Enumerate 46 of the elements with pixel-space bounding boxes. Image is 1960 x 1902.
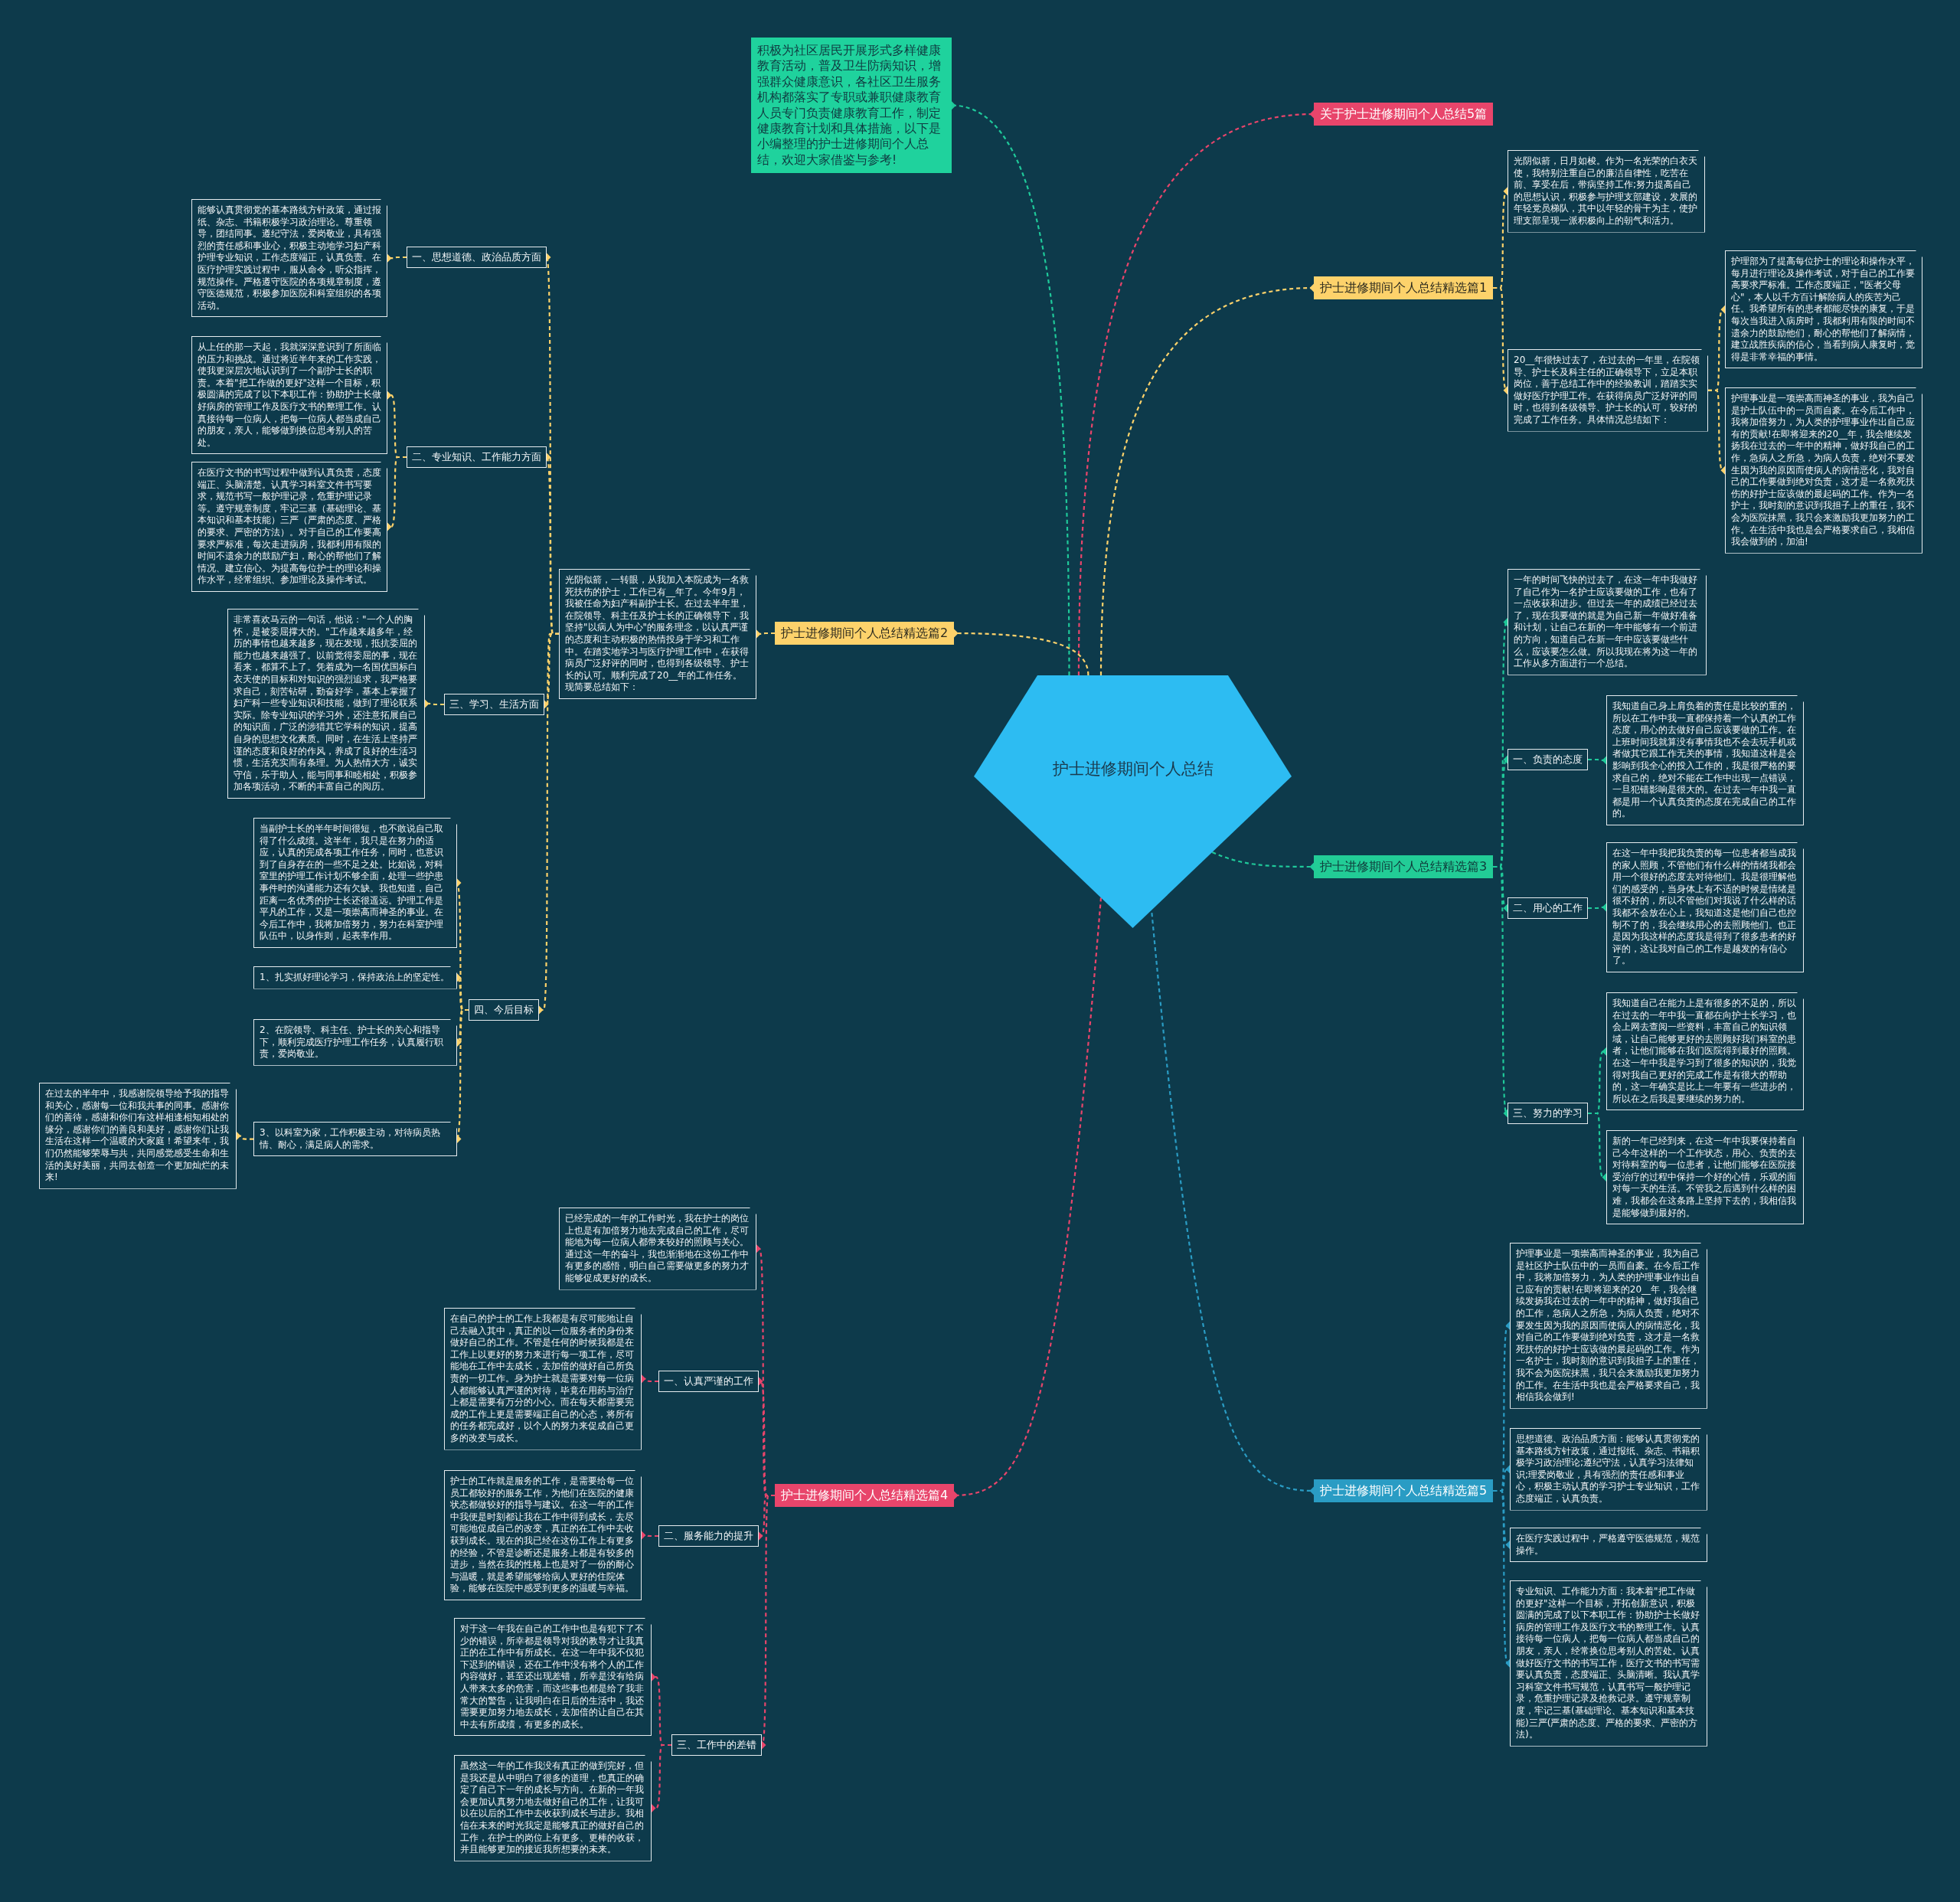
text-box: 光阴似箭，一转眼，从我加入本院成为一名救死扶伤的护士，工作已有__年了。今年9月，我被任命为妇产科副护士长。在过去半年里，在院领导、科主任及护士长的正确领导下，我坚持"以病人为中心"的服务理念，以认真严谨的态度和主动积极的热情投身于学习和工作中。在踏实地学习与医疗护理工作中，在获得病员广泛好评的同时，也得到各级领导、护士长的认可。顺利完成了20__年的工作任务。现简要总结如下： bbox=[559, 569, 756, 699]
section-box: 三、努力的学习 bbox=[1508, 1103, 1588, 1124]
text-box: 已经完成的一年的工作时光，我在护士的岗位上也是有加倍努力地去完成自己的工作，尽可能地为每一位病人都带来较好的照顾与关心。通过这一年的奋斗，我也渐渐地在这份工作中有更多的感悟，明白自己需要做更多的努力才能够促成更好的成长。 bbox=[559, 1208, 756, 1290]
text-box: 在医疗文书的书写过程中做到认真负责，态度端正、头脑清楚。认真学习科室文件书写要求，规范书写一般护理记录，危重护理记录等。遵守规章制度，牢记三基（基础理论、基本知识和基本技能）三严（严肃的态度、严格的要求、严密的方法）。对于自己的工作要高要求严标准，每次走进病房，我都利用有限的时间不遗余力的鼓励产妇，耐心的帮他们了解情况、建立信心。为提高每位护士的理论和操作水平，经常组织、参加理论及操作考试。 bbox=[191, 462, 387, 592]
topic-box: 护士进修期间个人总结精选篇3 bbox=[1314, 855, 1494, 878]
section-box: 三、工作中的差错 bbox=[671, 1734, 762, 1756]
text-box: 护理部为了提高每位护士的理论和操作水平，每月进行理论及操作考试，对于自己的工作要高要求严标准。工作态度端正，"医者父母心"，本人以千方百计解除病人的疾苦为己任。我希望所有的患者都能尽快的康复，于是每次当我进入病房时，我都利用有限的时间不遗余力的鼓励他们，耐心的帮他们了解病情，建立战胜疾病的信心，当看到病人康复时，觉得是非常幸福的事情。 bbox=[1725, 250, 1922, 369]
text-box: 2、在院领导、科主任、护士长的关心和指导下，顺利完成医疗护理工作任务，认真履行职责，爱岗敬业。 bbox=[253, 1019, 457, 1066]
text-box: 思想道德、政治品质方面：能够认真贯彻党的基本路线方针政策，通过报纸、杂志、书籍积极学习政治理论;遵纪守法，认真学习法律知识;理爱岗敬业，具有强烈的责任感和事业心，积极主动认真的学习护士专业知识，工作态度端正，认真负责。 bbox=[1510, 1428, 1707, 1511]
text-box: 在自己的护士的工作上我都是有尽可能地让自己去融入其中，真正的以一位服务者的身份来做好自己的工作。不管是任何的时候我都是在工作上以更好的努力来进行每一项工作，尽可能地在工作中去成长，去加倍的做好自己所负责的一切工作。身为护士就是需要对每一位病人都能够认真严谨的对待，毕竟在用药与治疗上都是需要有万分的小心。而在每天都需要完成的工作上更是需要端正自己的心态，将所有的任务都完成好，以个人的努力来促成自己更多的改变与成长。 bbox=[444, 1308, 642, 1450]
text-box: 3、以科室为家，工作积极主动，对待病员热情、耐心，满足病人的需求。 bbox=[253, 1122, 457, 1157]
text-box: 护理事业是一项崇高而神圣的事业，我为自己是护士队伍中的一员而自豪。在今后工作中，我将加倍努力，为人类的护理事业作出自己应有的贡献!在即将迎来的20__年，我会继续发扬我在过去的一年中的精神，做好我自己的工作，急病人之所急，为病人负责，绝对不要发生因为我的原因而使病人的病情恶化，我对自己的工作要做到绝对负责，这才是一名救死扶伤的好护士应该做的最起码的工作。作为一名护士，我时刻的意识到我担子上的重任，我不会为医院抹黑，我只会来激励我更加努力的工作。在生活中我也是会严格要求自己，我相信我会做到的，加油! bbox=[1725, 387, 1922, 554]
text-box: 光阴似箭，日月如梭。作为一名光荣的白衣天使，我特别注重自己的廉洁自律性，吃苦在前、享受在后，带病坚持工作;努力提高自己的思想认识，积极参与护理支部建设，发展的年轻党员梯队，其中以年轻的骨干为主，使护理支部呈现一派积极向上的朝气和活力。 bbox=[1508, 150, 1705, 233]
topic-box: 关于护士进修期间个人总结5篇 bbox=[1314, 103, 1494, 126]
section-box: 一、负责的态度 bbox=[1508, 749, 1588, 770]
text-box: 专业知识、工作能力方面：我本着"把工作做的更好"这样一个目标，开拓创新意识，积极圆满的完成了以下本职工作：协助护士长做好病房的管理工作及医疗文书的整理工作。认真接待每一位病人，把每一位病人都当成自己的朋友，亲人，经常换位思考别人的苦处。认真做好医疗文书的书写工作，医疗文书的书写需要认真负责，态度端正、头脑清晰。我认真学习科室文件书写规范，认真书写一般护理记录，危重护理记录及抢救记录。遵守规章制度，牢记三基(基础理论、基本知识和基本技能)三严(严肃的态度、严格的要求、严密的方法)。 bbox=[1510, 1580, 1707, 1747]
topic-box: 护士进修期间个人总结精选篇1 bbox=[1314, 276, 1494, 299]
text-box: 在过去的半年中，我感谢院领导给予我的指导和关心，感谢每一位和我共事的同事。感谢你们的善待，感谢和你们有这样相逢相知相处的缘分，感谢你们的善良和美好，感谢你们让我生活在这样一个温暖的大家庭！希望来年，我们仍然能够荣辱与共，共同感觉感受生命和生活的美好美丽，共同去创造一个更加灿烂的未来! bbox=[39, 1083, 237, 1189]
section-box: 三、学习、生活方面 bbox=[444, 694, 544, 715]
intro-box: 积极为社区居民开展形式多样健康教育活动，普及卫生防病知识，增强群众健康意识，各社区卫生服务机构都落实了专职或兼职健康教育人员专门负责健康教育工作，制定健康教育计划和具体措施，以下是小编整理的护士进修期间个人总结，欢迎大家借鉴与参考! bbox=[751, 38, 952, 174]
text-box: 护士的工作就是服务的工作，是需要给每一位员工都较好的服务工作，为他们在医院的健康状态都做较好的指导与建议。在这一年的工作中我便是时刻都让我在工作中得到成长，去尽可能地促成自己的改变，真正的在工作中去收获到成长。现在的我已经在这份工作上有更多的经验，不管是诊断还是服务上都是有较多的进步，当然在我的性格上也是对了一份的耐心与温暖，就是希望能够给病人更好的住院体验，能够在医院中感受到更多的温暖与幸福。 bbox=[444, 1470, 642, 1600]
text-box: 当副护士长的半年时间很短，也不敢说自己取得了什么成绩。这半年，我只是在努力的适应，认真的完成各项工作任务，同时，也意识到了自身存在的一些不足之处。比如说，对科室里的护理工作计划不够全面，处理一些护患事件时的沟通能力还有欠缺。我也知道，自己距离一名优秀的护士长还很遥远。护理工作是平凡的工作，又是一项崇高而神圣的事业。在今后工作中，我将加倍努力，努力在科室护理队伍中，以身作则，起表率作用。 bbox=[253, 818, 457, 948]
topic-box: 护士进修期间个人总结精选篇5 bbox=[1314, 1479, 1494, 1502]
text-box: 对于这一年我在自己的工作中也是有犯下了不少的错误，所幸都是领导对我的教导才让我真正的在工作中有所成长。在这一年中我不仅犯下迟到的错误，还在工作中没有将个人的工作内容做好，甚至还出现差错，所幸是没有给病人带来太多的危害，而这些事也都是给了我非常大的警告，让我明白在日后的生活中，我还需要更加努力地去成长，去加倍的让自己在其中去有所成绩，有更多的成长。 bbox=[454, 1618, 652, 1737]
text-box: 20__年很快过去了，在过去的一年里，在院领导、护士长及科主任的正确领导下，立足本职岗位，善于总结工作中的经验教训，踏踏实实做好医疗护理工作。在获得病员广泛好评的同时，也得到各级领导、护士长的认可，较好的完成了工作任务。具体情况总结如下： bbox=[1508, 349, 1708, 432]
text-box: 一年的时间飞快的过去了，在这一年中我做好了自己作为一名护士应该要做的工作，也有了一点收获和进步。但过去一年的成绩已经过去了，现在我要做的就是为自己新一年做好准备和计划，让自己在新的一年中能够有一个前进的方向，知道自己在新一年中应该要做些什么，应该要怎么做。所以我现在将为这一年的工作从多方面进行一个总结。 bbox=[1508, 569, 1707, 675]
topic-box: 护士进修期间个人总结精选篇2 bbox=[775, 622, 955, 645]
text-box: 护理事业是一项崇高而神圣的事业，我为自己是社区护士队伍中的一员而自豪。在今后工作中，我将加倍努力，为人类的护理事业作出自己应有的贡献!在即将迎来的20__年，我会继续发扬我在过去的一年中的精神，做好我自己的工作，急病人之所急，为病人负责，绝对不要发生因为我的原因而使病人的病情恶化，我对自己的工作要做到绝对负责，这才是一名救死扶伤的好护士应该做的最起码的工作。作为一名护士，我时刻的意识到我担子上的重任，我不会为医院抹黑，我只会来激励我更加努力的工作。在生活中我也是会严格要求自己，我相信我会做到! bbox=[1510, 1243, 1707, 1409]
text-box: 我知道自己身上肩负着的责任是比较的重的，所以在工作中我一直都保持着一个认真的工作态度，用心的去做好自己应该要做的工作。在上班时间我就算没有事情我也不会去玩手机或者做其它跟工作无关的事情，我知道这样是会影响到我全心的投入工作的，我是很严格的要求自己的，绝对不能在工作中出现一点错误，一旦犯错影响是很大的。在过去一年中我一直都是用一个认真负责的态度在完成自己的工作的。 bbox=[1606, 695, 1804, 825]
section-box: 四、今后目标 bbox=[469, 999, 539, 1021]
section-box: 一、思想道德、政治品质方面 bbox=[407, 247, 547, 268]
central-topic: 护士进修期间个人总结 bbox=[974, 675, 1292, 928]
text-box: 从上任的那一天起，我就深深意识到了所面临的压力和挑战。通过将近半年来的工作实践，使我更深层次地认识到了一个副护士长的职责。本着"把工作做的更好"这样一个目标，积极圆满的完成了以下本职工作：协助护士长做好病房的管理工作及医疗文书的整理工作。认真接待每一位病人，把每一位病人都当成自己的朋友，亲人，能够做到换位思考别人的苦处。 bbox=[191, 336, 387, 455]
text-box: 能够认真贯彻党的基本路线方针政策，通过报纸、杂志、书籍积极学习政治理论。尊重领导，团结同事。遵纪守法，爱岗敬业，具有强烈的责任感和事业心，积极主动地学习妇产科护理专业知识，工作态度端正，认真负责。在医疗护理实践过程中，服从命令，听众指挥，规范操作。严格遵守医院的各项规章制度，遵守医德规范，积极参加医院和科室组织的各项活动。 bbox=[191, 199, 387, 318]
text-box: 非常喜欢马云的一句话，他说："一个人的胸怀，是被委屈撑大的。"工作越来越多年，经历的事情也越来越多，现在发现，抵抗委屈的能力也越来越强了。以前觉得委屈的事，现在看来，都算不上了。凭着成为一名国优国标白衣天使的目标和对知识的强烈追求，我严格要求自己，刻苦钻研，勤奋好学，基本上掌握了妇产科一些专业知识和技能，做到了理论联系实际。除专业知识的学习外，还注意拓展自己的知识面，广泛的涉猎其它学科的知识，提高自身的思想文化素质。同时，在生活上坚持严谨的态度和良好的作风，养成了良好的生活习惯，生活充实而有条理。为人热情大方，诚实守信，乐于助人，能与同事和睦相处，积极参加各项活动，不断的丰富自己的阅历。 bbox=[227, 609, 425, 799]
text-box: 在这一年中我把我负责的每一位患者都当成我的家人照顾，不管他们有什么样的情绪我都会用一个很好的态度去对待他们。我是很理解他们的感受的，当身体上有不适的时候是情绪是很不好的，所以不管他们对我说了什么样的话我都不会放在心上，我知道这是他们自己也控制不了的，我会继续用心的去照顾他们。也正是因为我这样的态度我是得到了很多患者的好评的，这让我对自己的工作是越发的有信心了。 bbox=[1606, 842, 1804, 972]
text-box: 1、扎实抓好理论学习，保持政治上的坚定性。 bbox=[253, 966, 457, 989]
section-box: 一、认真严谨的工作 bbox=[658, 1371, 759, 1392]
text-box: 虽然这一年的工作我没有真正的做到完好，但是我还是从中明白了很多的道理，也真正的确定了自己下一年的成长与方向。在新的一年我会更加认真努力地去做好自己的工作，让我可以在以后的工作中去收获到成长与进步。我相信在未来的时光我定是能够真正的做好自己的工作，在护士的岗位上有更多、更棒的收获，并且能够更加的接近我所想要的未来。 bbox=[454, 1755, 652, 1861]
text-box: 新的一年已经到来，在这一年中我要保持着自己今年这样的一个工作状态，用心、负责的去对待科室的每一位患者，让他们能够在医院接受治疗的过程中保持一个好的心情，乐观的面对每一天的生活。不管我之后遇到什么样的困难，我都会在这条路上坚持下去的，我相信我是能够做到最好的。 bbox=[1606, 1130, 1804, 1225]
section-box: 二、服务能力的提升 bbox=[658, 1525, 759, 1547]
text-box: 在医疗实践过程中，严格遵守医德规范，规范操作。 bbox=[1510, 1528, 1707, 1563]
section-box: 二、专业知识、工作能力方面 bbox=[407, 446, 547, 468]
text-box: 我知道自己在能力上是有很多的不足的，所以在过去的一年中我一直都在向护士长学习，也会上网去查阅一些资料，丰富自己的知识领域，让自己能够更好的去照顾好我们科室的患者，让他们能够在我们医院得到最好的照顾。在这一年中我是学习到了很多的知识的，我觉得对我自己更好的完成工作是有很大的帮助的，这一年确实是比上一年要有一些进步的，所以在之后我是要继续的努力的。 bbox=[1606, 992, 1804, 1111]
topic-box: 护士进修期间个人总结精选篇4 bbox=[775, 1484, 955, 1507]
section-box: 二、用心的工作 bbox=[1508, 897, 1588, 919]
